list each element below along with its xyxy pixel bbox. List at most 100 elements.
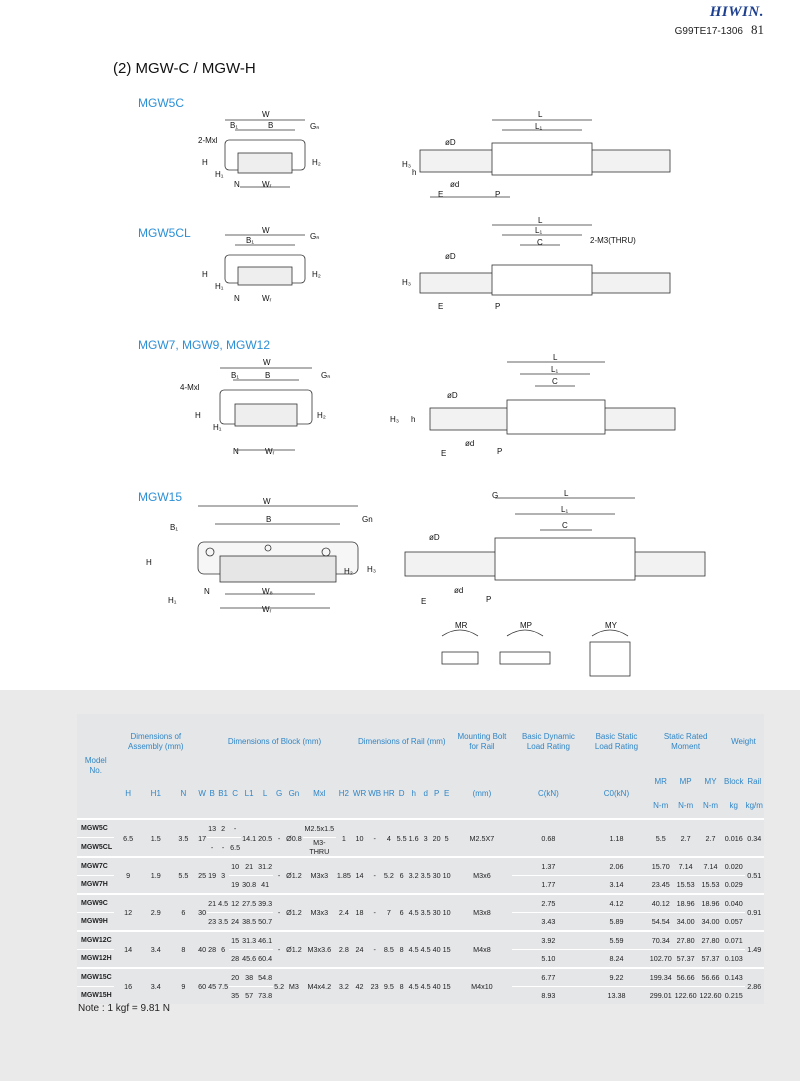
table-cell: 30 [431,856,442,894]
svg-text:Gₙ: Gₙ [310,232,319,241]
table-cell: 15.53 [673,875,699,894]
table-cell: 39.3 [257,893,274,913]
table-cell: 5.59 [584,930,649,950]
table-cell: 21 [241,856,258,876]
table-cell: 102.70 [648,949,674,968]
table-cell: 0.143 [722,967,745,987]
drawing-mgw15: W B B₁ Gn H H₁ H₂ N W₈ Wᵣ G L L₁ C øD H₃… [146,490,706,614]
svg-text:H₁: H₁ [168,596,177,605]
table-cell: 20.5 [257,818,274,857]
table-cell: 45 [207,967,218,1004]
table-cell: - [367,818,383,857]
table-cell: 0.040 [722,893,745,913]
table-cell: 1.6 [407,818,420,857]
svg-text:B₁: B₁ [230,121,238,130]
svg-text:MP: MP [520,621,532,630]
table-cell: 4.5 [419,930,432,968]
table-cell: 46.1 [257,930,274,950]
svg-text:E: E [421,597,426,606]
svg-text:B: B [265,371,270,380]
table-cell: 1.9 [141,856,170,894]
drawing-label-mgw5c: MGW5C [138,96,184,110]
svg-text:H₃: H₃ [367,565,376,574]
table-cell: 10 [229,856,242,876]
table-cell: 9.5 [382,967,396,1004]
svg-text:L: L [538,216,543,225]
table-cell: 12 [229,893,242,913]
table-cell: 60 [197,967,208,1004]
table-cell: 7.14 [698,856,723,876]
table-cell: M4x4.2 [302,967,336,1004]
table-cell: 5.5 [169,856,198,894]
table-cell: 38.5 [241,912,258,931]
table-cell: 2.75 [512,893,585,913]
svg-text:2-M3(THRU): 2-M3(THRU) [590,236,636,245]
table-cell: 19 [207,856,218,894]
svg-text:H₂: H₂ [317,411,326,420]
table-cell: Ø1.2 [285,893,303,931]
table-cell: 27.80 [698,930,723,950]
section-title: (2) MGW-C / MGW-H [113,60,256,77]
drawing-mgw7-12: W B B₁ Gₙ 4-Mxl H H₁ H₂ N Wᵣ L L₁ C øD H… [180,353,676,458]
table-cell: - [367,893,383,931]
svg-text:H₃: H₃ [402,278,411,287]
table-cell: 4.5 [419,967,432,1004]
table-cell: MGW5CL [77,837,115,857]
table-cell: 8 [169,930,198,968]
table-cell: 14.1 [241,818,258,857]
table-cell: 3.14 [584,875,649,894]
table-cell: 3.2 [407,856,420,894]
table-cell: 4.12 [584,893,649,913]
svg-text:2-Mxl: 2-Mxl [198,136,218,145]
table-cell: 9 [169,967,198,1004]
table-cell: 0.34 [744,818,764,857]
table-cell: 70.34 [648,930,674,950]
svg-text:C: C [552,377,558,386]
table-cell: M3x3 [302,856,336,894]
table-cell: 1.5 [141,818,170,857]
svg-text:ød: ød [454,586,463,595]
table-cell: 0.057 [722,912,745,931]
table-cell: 42 [351,967,368,1004]
table-cell: 14 [114,930,142,968]
page-number: 81 [751,22,764,37]
svg-text:P: P [495,190,500,199]
table-cell: 34.00 [698,912,723,931]
table-cell: - [367,930,383,968]
table-cell: 23.45 [648,875,674,894]
table-cell: 5.10 [512,949,585,968]
table-cell: 18.96 [673,893,699,913]
svg-text:L₁: L₁ [535,122,542,131]
table-cell: 60.4 [257,949,274,968]
svg-text:N: N [234,180,240,189]
table-cell: MGW12C [77,930,115,950]
svg-text:N: N [233,447,239,456]
moment-diagrams: MR MP MY [441,621,631,677]
table-cell: 0.029 [722,875,745,894]
table-cell: 30 [431,893,442,931]
table-cell: 27.5 [241,893,258,913]
table-cell: 3.5 [419,893,432,931]
table-cell: M2.5x1.5 [302,818,336,838]
svg-text:H₂: H₂ [344,567,353,576]
table-cell: - [273,930,286,968]
table-cell: M2.5X7 [451,818,513,857]
table-cell: 40 [197,930,208,968]
table-cell: 8.5 [382,930,396,968]
table-cell: MGW5C [77,818,115,838]
drawing-label-mgw15: MGW15 [138,490,183,504]
svg-text:P: P [495,302,500,311]
svg-text:Gₙ: Gₙ [321,371,330,380]
table-cell: 2.86 [744,967,764,1004]
table-cell: 30 [197,893,208,931]
svg-text:L₁: L₁ [561,505,568,514]
svg-text:E: E [441,449,446,458]
table-cell: 15.53 [698,875,723,894]
table-cell: 8.24 [584,949,649,968]
table-cell: 73.8 [257,986,274,1004]
table-cell: 4 [382,818,396,857]
